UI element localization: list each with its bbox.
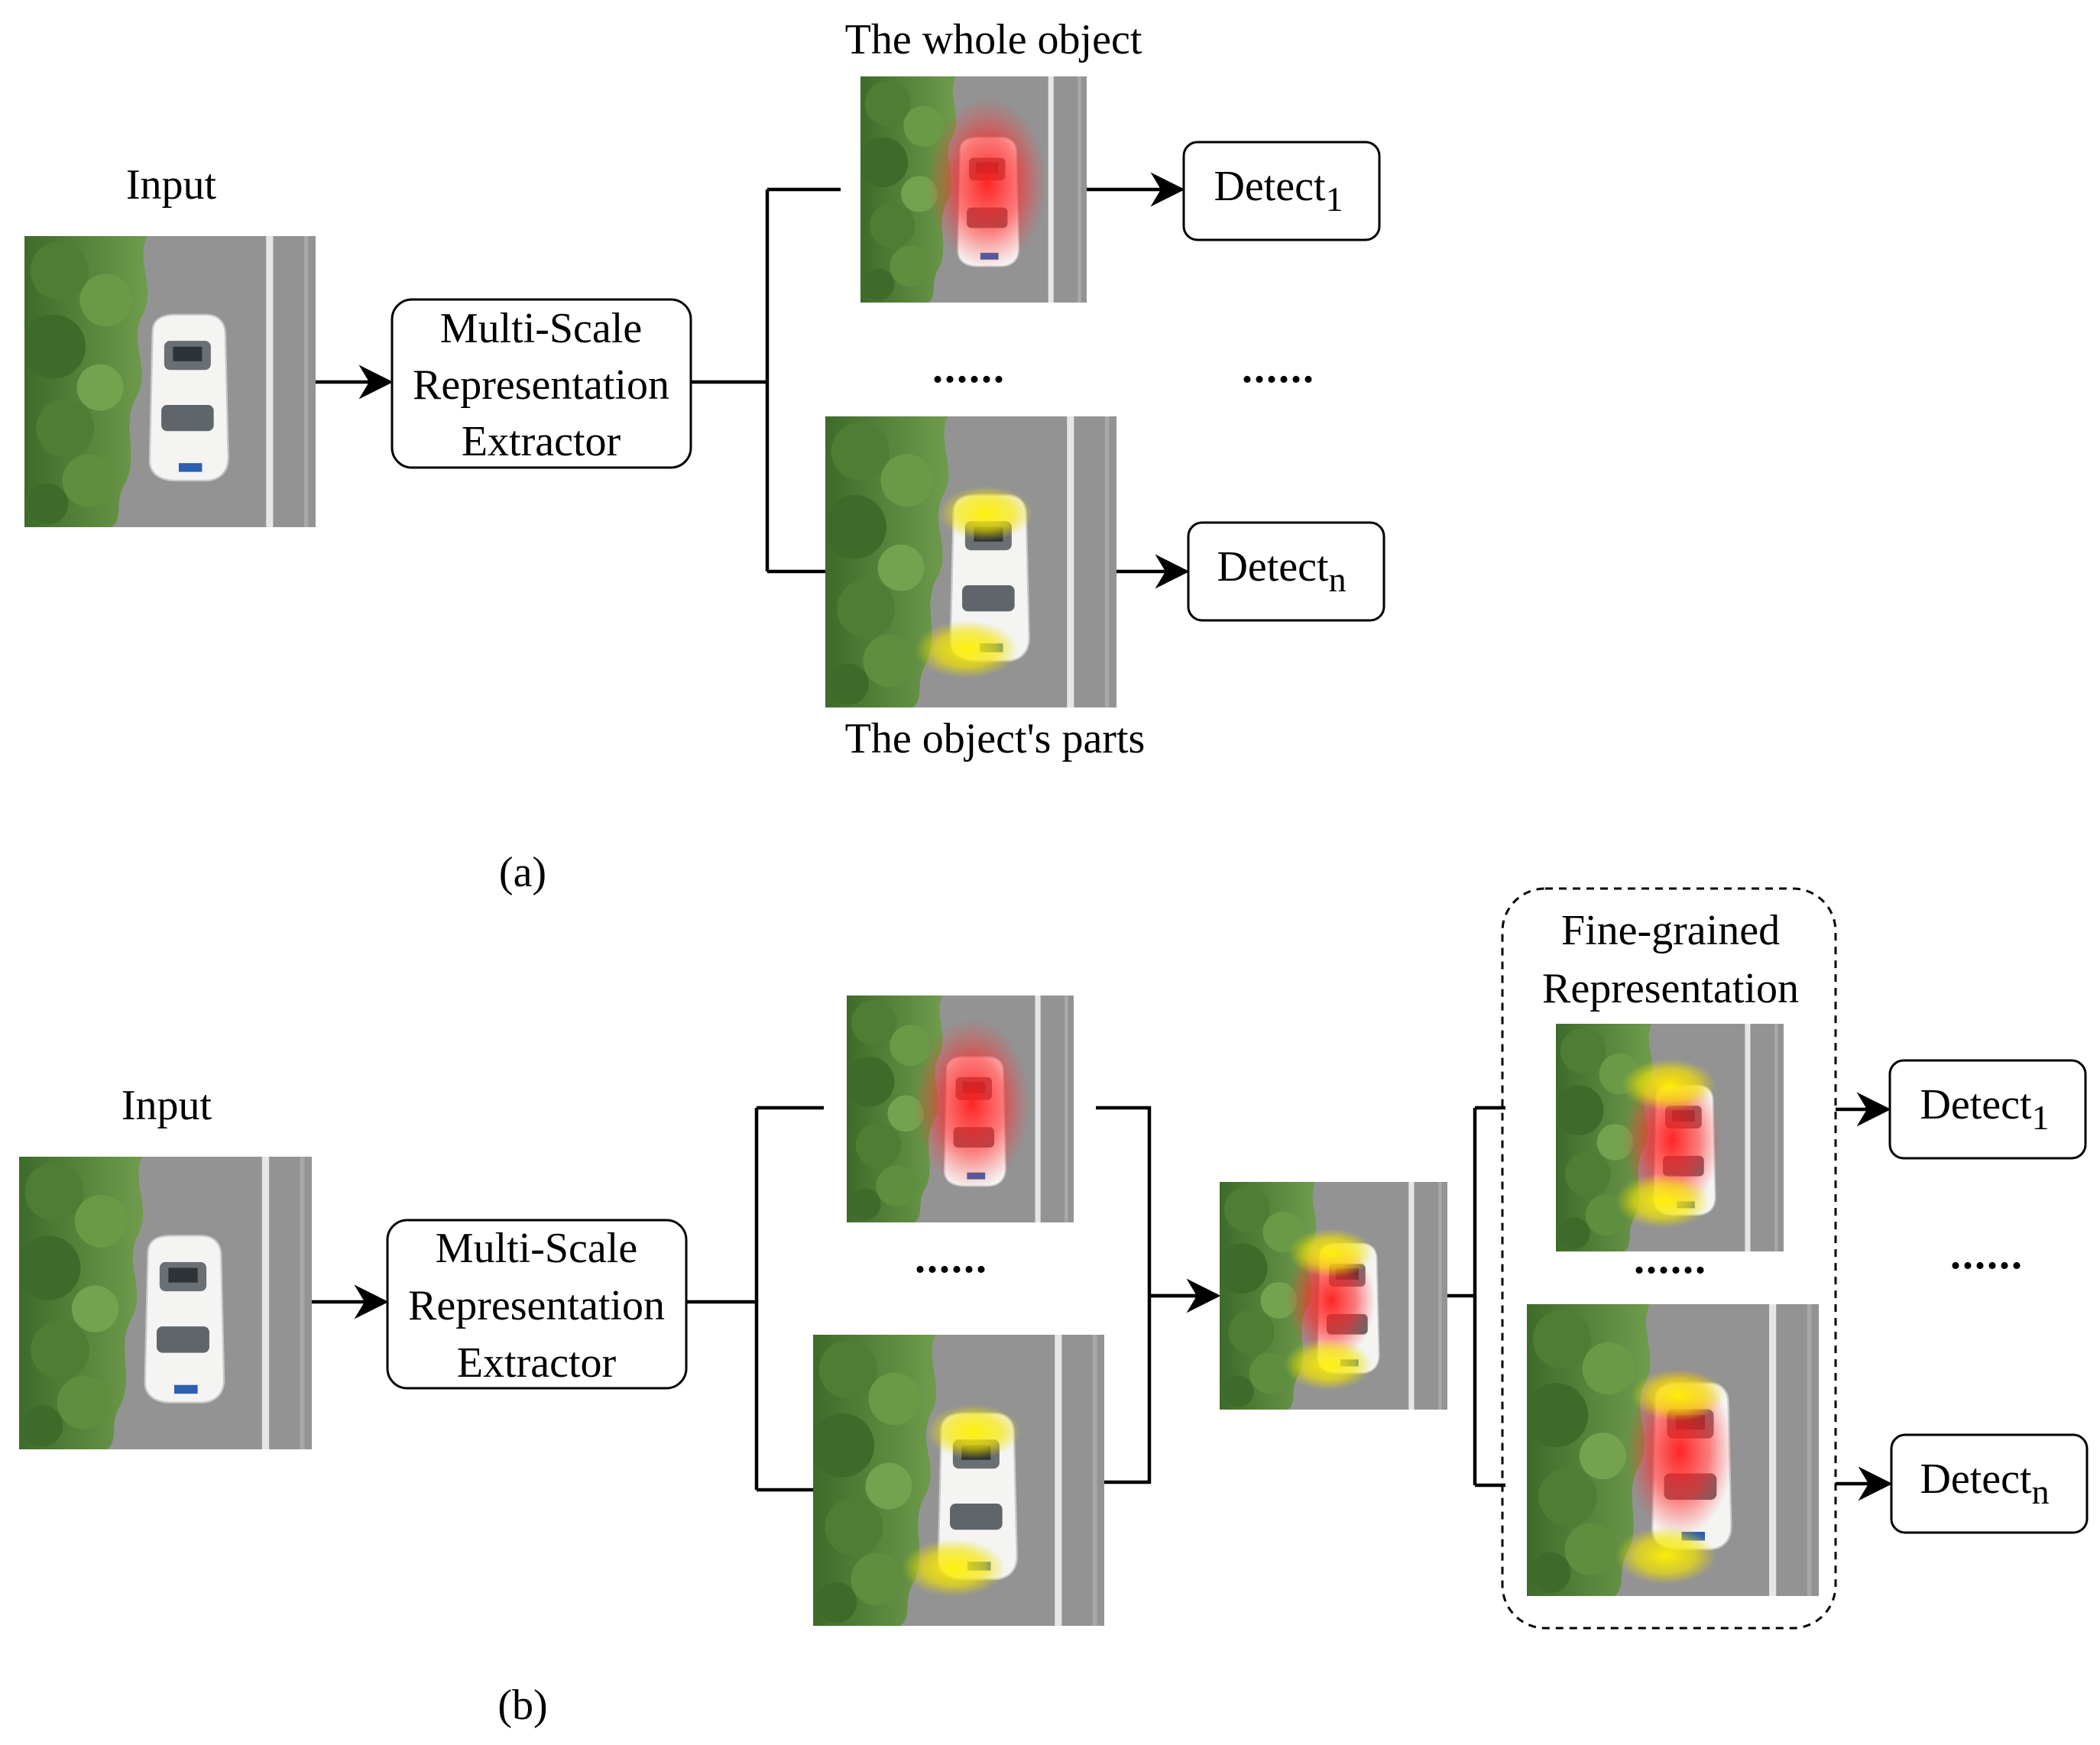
- panel-a-detect-1-label: Detect1: [1214, 163, 1343, 219]
- part-highlight-front: [1622, 1059, 1716, 1111]
- panel-a-parts-image: [825, 416, 1116, 707]
- panel-b-detect-n-box: [1890, 1433, 2089, 1534]
- panel-b-extractor-line-1: Multi-Scale: [436, 1225, 637, 1272]
- panel-b-input-image: [19, 1157, 312, 1449]
- part-highlight-rear: [902, 1539, 1006, 1597]
- whole-object-highlight: [928, 98, 1047, 269]
- panel-b-caption: (b): [497, 1682, 547, 1729]
- part-highlight-front: [926, 1404, 1021, 1459]
- fine-grained-title-line-2: Representation: [1542, 965, 1799, 1012]
- whole-object-highlight: [914, 1018, 1030, 1190]
- panel-a-input-label: Input: [126, 161, 217, 209]
- panel-a-detect-n-label: Detectn: [1217, 543, 1346, 599]
- panel-b-branch-connector: [686, 1106, 824, 1492]
- panel-a-detect-n-box: [1187, 521, 1385, 622]
- fine-grained-group-box: [1501, 887, 1837, 1630]
- panel-b-input-label: Input: [122, 1082, 212, 1129]
- panel-a-extractor-line-2: Representation: [413, 361, 669, 409]
- panel-b-ellipsis-right: ......: [1950, 1231, 2024, 1278]
- panel-b-detect-1-label: Detect1: [1920, 1081, 2049, 1137]
- fine-grained-image-2: [1527, 1304, 1819, 1596]
- part-highlight-rear: [1284, 1339, 1372, 1390]
- panel-a-extractor-line-3: Extractor: [462, 418, 621, 465]
- fine-grained-ellipsis: ......: [1634, 1235, 1707, 1283]
- panel-a-whole-object-label: The whole object: [845, 16, 1142, 63]
- part-highlight-front: [938, 486, 1033, 541]
- panel-a-input-image: [24, 236, 316, 527]
- fine-grained-title-line-1: Fine-grained: [1561, 907, 1780, 954]
- panel-a-whole-object-image: [860, 76, 1087, 303]
- part-highlight-rear: [915, 620, 1019, 678]
- panel-a-ellipsis-middle: ......: [932, 345, 1006, 392]
- panel-a-detect-1-box: [1182, 141, 1381, 241]
- fine-grained-image-1: [1556, 1024, 1784, 1251]
- panel-b-extractor-line-2: Representation: [408, 1282, 665, 1329]
- panel-b-parts-image: [813, 1335, 1104, 1626]
- panel-b: Input Multi-Scale Representation Extract…: [19, 887, 2089, 1729]
- panel-a-extractor-line-1: Multi-Scale: [440, 305, 642, 352]
- panel-b-whole-object-image: [847, 996, 1074, 1222]
- panel-b-fine-branch-connector: [1447, 1106, 1505, 1488]
- panel-b-detect-1-box: [1888, 1059, 2087, 1160]
- part-highlight-front: [1631, 1369, 1726, 1421]
- part-highlight-front: [1288, 1229, 1374, 1277]
- panel-a-ellipsis-right: ......: [1242, 345, 1315, 392]
- part-highlight-rear: [1616, 1174, 1710, 1229]
- panel-b-detect-n-label: Detectn: [1920, 1455, 2049, 1511]
- part-highlight-rear: [1616, 1526, 1716, 1585]
- panel-a: Input Multi-Scale Representation Extract…: [24, 16, 1385, 896]
- panel-a-caption: (a): [499, 849, 546, 896]
- panel-a-parts-label: The object's parts: [845, 715, 1146, 762]
- panel-a-branch-connector: [691, 187, 841, 574]
- panel-b-extractor-line-3: Extractor: [457, 1339, 617, 1387]
- panel-b-extractor-box: [386, 1219, 688, 1390]
- panel-b-ellipsis-middle: ......: [915, 1235, 988, 1282]
- panel-b-fused-image: [1220, 1182, 1447, 1410]
